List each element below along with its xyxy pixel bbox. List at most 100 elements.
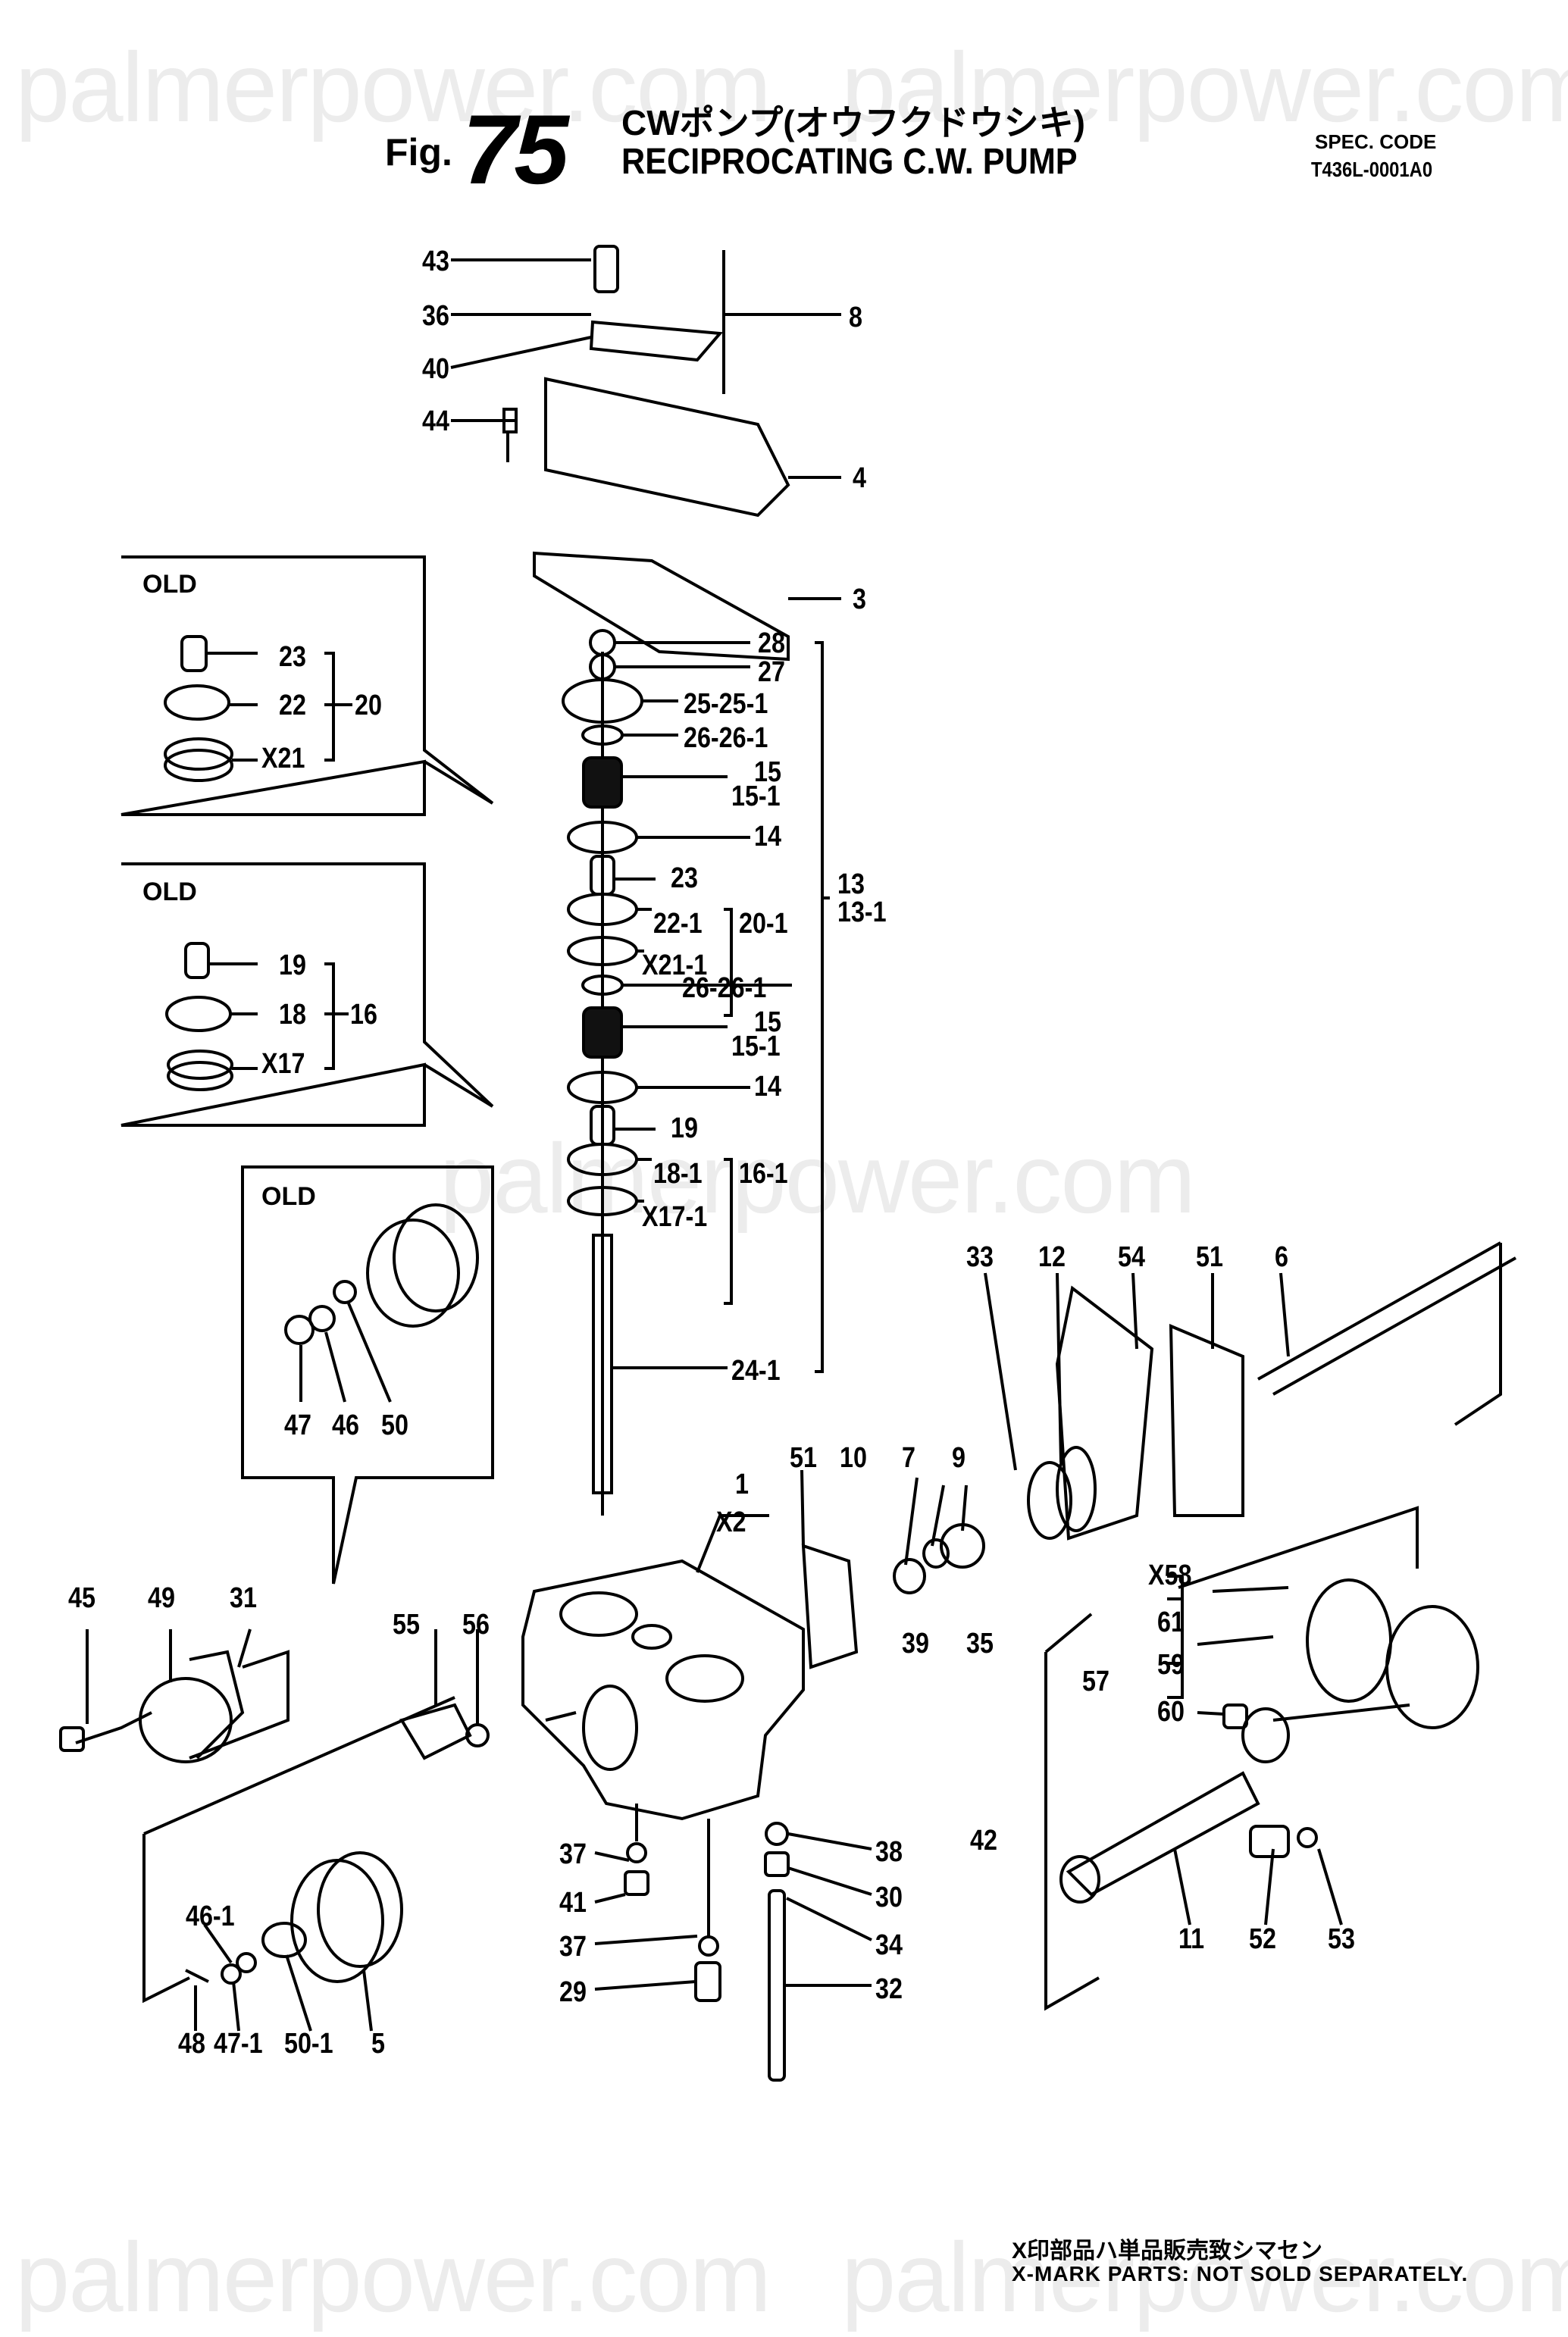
callout[interactable]: 30: [875, 1882, 903, 1913]
callout[interactable]: 40: [422, 353, 449, 385]
callout[interactable]: 20: [355, 690, 382, 721]
title-japanese: CWポンプ(オウフクドウシキ): [621, 103, 1085, 142]
callout[interactable]: 48: [178, 2028, 205, 2060]
callout[interactable]: 26-26-1: [682, 972, 767, 1004]
callout[interactable]: 18-1: [653, 1158, 703, 1190]
callout[interactable]: 7: [902, 1442, 915, 1474]
inset-title: OLD: [142, 878, 197, 906]
callout[interactable]: 39: [902, 1628, 929, 1660]
callout[interactable]: 4: [853, 462, 866, 494]
callout[interactable]: 1: [735, 1469, 749, 1500]
callout[interactable]: 31: [230, 1582, 257, 1614]
callout[interactable]: X17-1: [642, 1201, 708, 1233]
callout[interactable]: 45: [68, 1582, 95, 1614]
callout[interactable]: 37: [559, 1838, 587, 1870]
callout[interactable]: 14: [754, 821, 781, 853]
valve-stack: [562, 629, 830, 1516]
watermark: palmerpower.com: [841, 2222, 1568, 2332]
callout[interactable]: 27: [758, 656, 785, 688]
title-english: RECIPROCATING C.W. PUMP: [621, 142, 1078, 182]
callout[interactable]: 18: [279, 999, 306, 1031]
callout[interactable]: 37: [559, 1931, 587, 1963]
cover-assembly: [450, 245, 841, 662]
callout[interactable]: 47-1: [214, 2028, 263, 2060]
callout[interactable]: 53: [1328, 1923, 1355, 1955]
callout[interactable]: 24-1: [731, 1355, 781, 1387]
callout[interactable]: 13-1: [837, 896, 887, 928]
callout[interactable]: 6: [1275, 1241, 1288, 1273]
callout[interactable]: 3: [853, 583, 866, 615]
cap-assembly: [59, 1628, 577, 2032]
footnote-english: X-MARK PARTS: NOT SOLD SEPARATELY.: [1012, 2262, 1469, 2285]
figure-prefix: Fig.: [385, 131, 452, 174]
callout[interactable]: 46: [332, 1409, 359, 1441]
callout[interactable]: 50: [381, 1409, 408, 1441]
watermark: palmerpower.com: [15, 32, 771, 142]
callout[interactable]: 23: [671, 862, 698, 894]
callout[interactable]: 55: [393, 1609, 420, 1641]
callout[interactable]: 54: [1118, 1241, 1145, 1273]
callout[interactable]: 43: [422, 246, 449, 277]
callout[interactable]: 5: [371, 2028, 385, 2060]
watermark: palmerpower.com: [15, 2222, 771, 2332]
callout[interactable]: 25-25-1: [684, 688, 768, 720]
callout[interactable]: 22-1: [653, 908, 703, 940]
callout[interactable]: 36: [422, 300, 449, 332]
callout[interactable]: 23: [279, 641, 306, 673]
callout[interactable]: 44: [422, 405, 449, 437]
callout[interactable]: 56: [462, 1609, 490, 1641]
callout[interactable]: 15-1: [731, 1031, 781, 1062]
callout[interactable]: 41: [559, 1887, 587, 1919]
callout[interactable]: 28: [758, 627, 785, 659]
callout[interactable]: 52: [1249, 1923, 1276, 1955]
callout[interactable]: X21-1: [642, 950, 708, 981]
callout[interactable]: 8: [849, 302, 862, 333]
callout[interactable]: 15-1: [731, 781, 781, 812]
callout[interactable]: 20-1: [739, 908, 788, 940]
callout[interactable]: 50-1: [284, 2028, 333, 2060]
callout[interactable]: 29: [559, 1976, 587, 2008]
callout[interactable]: 60: [1157, 1696, 1185, 1728]
callout[interactable]: 26-26-1: [684, 722, 768, 754]
callout[interactable]: 12: [1038, 1241, 1066, 1273]
callout[interactable]: 10: [840, 1442, 867, 1474]
figure-number: 75: [462, 94, 569, 205]
callout[interactable]: 32: [875, 1973, 903, 2005]
callout[interactable]: 16: [350, 999, 377, 1031]
callout[interactable]: 46-1: [186, 1901, 235, 1932]
callout[interactable]: 15: [754, 1006, 781, 1038]
callout[interactable]: 42: [970, 1825, 997, 1857]
callout[interactable]: X17: [261, 1048, 305, 1080]
callout[interactable]: 33: [966, 1241, 994, 1273]
callout[interactable]: 34: [875, 1929, 903, 1961]
callout[interactable]: 51: [790, 1442, 817, 1474]
callout[interactable]: 15: [754, 756, 781, 788]
callout[interactable]: 19: [279, 950, 306, 981]
callout[interactable]: 16-1: [739, 1158, 788, 1190]
callout[interactable]: 19: [671, 1112, 698, 1144]
callout[interactable]: 11: [1178, 1923, 1205, 1955]
callout[interactable]: X58: [1148, 1560, 1192, 1591]
callout[interactable]: 59: [1157, 1649, 1185, 1681]
inset-title: OLD: [142, 570, 197, 599]
inset-old-2: [120, 862, 494, 1127]
callout[interactable]: 57: [1082, 1666, 1109, 1697]
callout[interactable]: 35: [966, 1628, 994, 1660]
callout[interactable]: 47: [284, 1409, 311, 1441]
seal-assembly: [893, 1241, 1516, 1594]
inset-old-1: [120, 555, 494, 816]
callout[interactable]: 14: [754, 1071, 781, 1103]
callout[interactable]: 22: [279, 690, 306, 721]
callout[interactable]: 61: [1157, 1606, 1185, 1638]
callout[interactable]: 38: [875, 1836, 903, 1868]
callout[interactable]: 13: [837, 868, 865, 900]
callout[interactable]: 9: [952, 1442, 966, 1474]
callout[interactable]: 49: [148, 1582, 175, 1614]
drain-assembly: [594, 1804, 872, 2082]
watermark: palmerpower.com: [841, 32, 1568, 142]
callout[interactable]: X21: [261, 743, 305, 774]
footnote-japanese: X印部品ハ単品販売致シマセン: [1012, 2238, 1323, 2263]
callout[interactable]: 51: [1196, 1241, 1223, 1273]
callout[interactable]: X2: [716, 1506, 746, 1538]
